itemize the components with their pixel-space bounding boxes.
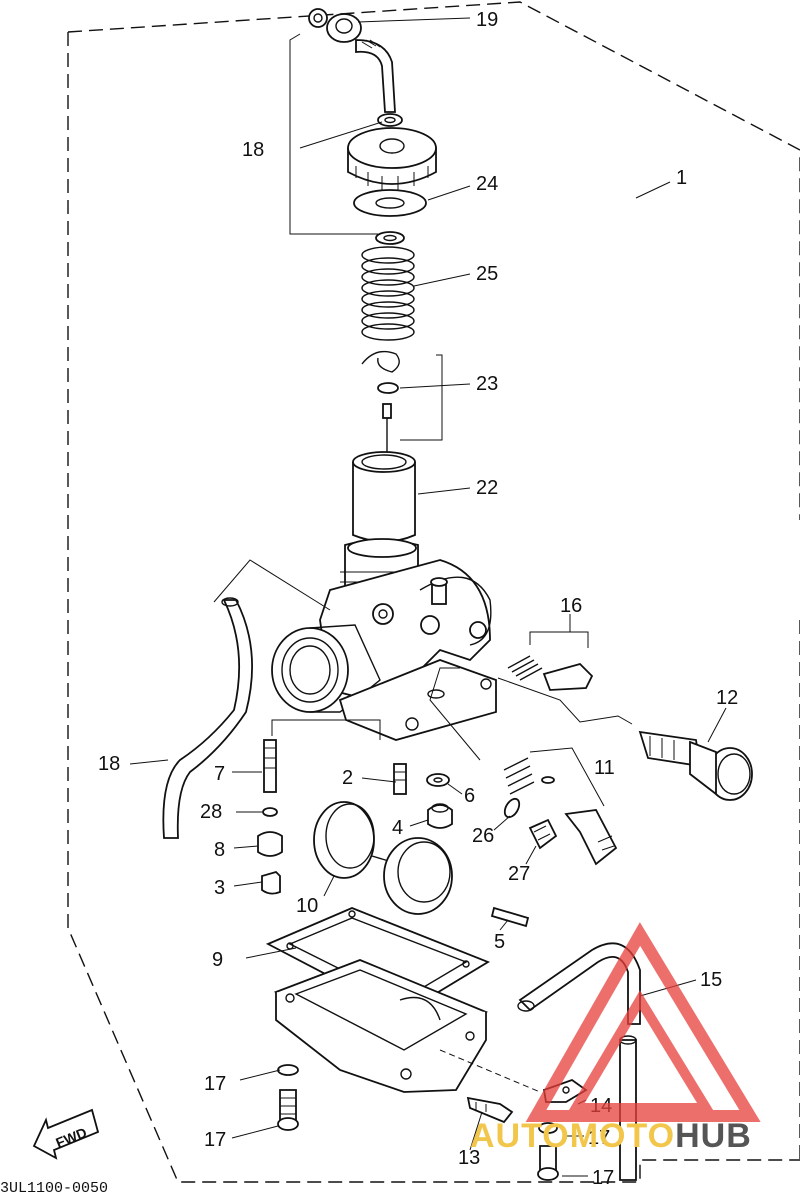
watermark-logo bbox=[525, 922, 761, 1122]
part-number-17-l: 17 bbox=[204, 1129, 226, 1151]
part-number-22: 22 bbox=[476, 477, 498, 499]
part-number-19-label: 18 bbox=[98, 753, 120, 775]
leader-12 bbox=[497, 677, 633, 725]
part-number-4: 4 bbox=[392, 817, 403, 839]
watermark-auto: AUTO bbox=[470, 1117, 570, 1155]
part-number-2: 2 bbox=[342, 767, 353, 789]
watermark-triangle-inner bbox=[567, 990, 715, 1113]
part-number-18-r: 17 bbox=[588, 1127, 610, 1149]
screw-17-left bbox=[277, 1089, 299, 1131]
part-number-9: 9 bbox=[212, 949, 223, 971]
float-pin-5 bbox=[490, 906, 530, 928]
part-number-28: 28 bbox=[200, 801, 222, 823]
part-number-10: 10 bbox=[296, 895, 318, 917]
mixing-chamber-top bbox=[347, 127, 437, 190]
gasket-24 bbox=[353, 189, 427, 217]
part-number-26: 26 bbox=[472, 825, 494, 847]
part-number-13: 13 bbox=[458, 1147, 480, 1169]
part-number-27: 27 bbox=[508, 863, 530, 885]
part-number-1: 1 bbox=[676, 167, 687, 189]
part-number-25: 25 bbox=[476, 263, 498, 285]
screw-17-right bbox=[537, 1145, 559, 1181]
overflow-hose-19 bbox=[162, 597, 253, 839]
part-number-18-l: 17 bbox=[204, 1073, 226, 1095]
bracket-11 bbox=[529, 747, 605, 807]
leader-lines bbox=[129, 17, 727, 1177]
watermark-hub: HUB bbox=[675, 1117, 752, 1155]
part-number-8: 8 bbox=[214, 839, 225, 861]
pilot-screw-27 bbox=[528, 818, 558, 850]
air-screw-11 bbox=[541, 776, 618, 866]
fwd-arrow: FWD bbox=[32, 1108, 100, 1160]
diagram-code: 3UL1100-0050 bbox=[0, 1180, 108, 1197]
part-number-15: 15 bbox=[700, 969, 722, 991]
bracket-23 bbox=[400, 354, 443, 441]
floats-10 bbox=[313, 801, 453, 915]
throttle-valve-22 bbox=[352, 451, 416, 543]
part-number-6: 6 bbox=[464, 785, 475, 807]
part-number-12: 12 bbox=[716, 687, 738, 709]
part-number-16: 16 bbox=[560, 595, 582, 617]
part-number-5: 5 bbox=[494, 931, 505, 953]
carburetor-body bbox=[271, 538, 497, 741]
bracket-16 bbox=[529, 631, 589, 648]
washer-6 bbox=[426, 773, 450, 787]
watermark-triangle-outer bbox=[525, 922, 761, 1122]
o-ring-26 bbox=[503, 797, 521, 819]
main-jet-holder-8 bbox=[257, 831, 283, 857]
washer-20 bbox=[377, 113, 403, 127]
float-bowl bbox=[273, 959, 489, 1093]
part-number-24: 24 bbox=[476, 173, 498, 195]
watermark-moto: MOTO bbox=[570, 1117, 675, 1155]
spring-11 bbox=[503, 757, 535, 795]
needle-valve-2 bbox=[393, 763, 407, 795]
part-number-17-r: 17 bbox=[592, 1167, 614, 1189]
bracket-7 bbox=[271, 719, 381, 740]
assembly-outline bbox=[67, 1, 800, 1183]
drain-screw-13 bbox=[466, 1096, 514, 1124]
watermark-text: AUTOMOTOHUB bbox=[470, 1117, 752, 1155]
o-ring-28 bbox=[262, 807, 278, 817]
part-number-11: 11 bbox=[594, 757, 615, 779]
part-number-21: 19 bbox=[476, 9, 498, 31]
part-number-23: 23 bbox=[476, 373, 498, 395]
valve-seat-4 bbox=[427, 803, 453, 829]
elbow-pipe-21 bbox=[308, 8, 396, 113]
leader-26 bbox=[429, 667, 481, 761]
leader-19-bracket bbox=[213, 559, 331, 611]
pilot-jet-7 bbox=[263, 739, 277, 793]
washer-18-left bbox=[277, 1064, 299, 1076]
main-jet-3 bbox=[261, 870, 281, 895]
washer-18-right bbox=[538, 1122, 558, 1134]
part-number-3: 3 bbox=[214, 877, 225, 899]
clip-ring bbox=[375, 231, 405, 245]
leader-dash-14 bbox=[439, 1049, 541, 1093]
starter-plunger-12 bbox=[638, 730, 753, 801]
throttle-spring-25 bbox=[361, 246, 415, 341]
bracket-20 bbox=[289, 33, 378, 235]
part-number-7: 7 bbox=[214, 763, 225, 785]
part-number-20: 18 bbox=[242, 139, 264, 161]
starter-spring-16 bbox=[507, 655, 594, 691]
